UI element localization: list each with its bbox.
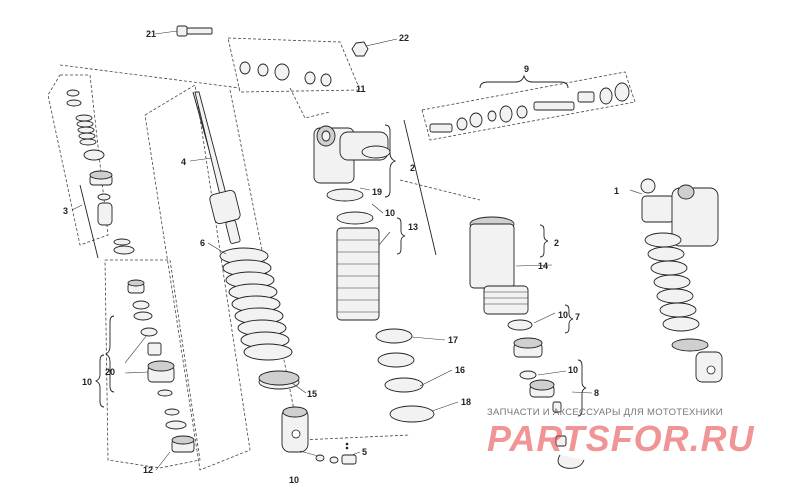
callout-1: 1 xyxy=(614,186,619,196)
outline-link-e xyxy=(289,87,331,119)
callout-2-right: 2 xyxy=(554,238,559,248)
brace-13 xyxy=(396,217,406,255)
callout-9: 9 xyxy=(524,64,529,74)
brace-2-top xyxy=(384,124,397,198)
callout-8: 8 xyxy=(594,388,599,398)
brace-7 xyxy=(564,304,574,334)
nut-22 xyxy=(351,41,369,57)
damper-rod-4 xyxy=(192,91,241,244)
o-ring-19 xyxy=(326,188,364,202)
part-group-12 xyxy=(127,279,195,453)
watermark-tagline: ЗАПЧАСТИ И АКСЕССУАРЫ ДЛЯ МОТОТЕХНИКИ xyxy=(487,407,723,418)
callout-6: 6 xyxy=(200,238,205,248)
callout-13: 13 xyxy=(408,222,418,232)
callout-10-top: 10 xyxy=(385,208,395,218)
callout-7: 7 xyxy=(575,312,580,322)
callout-16: 16 xyxy=(455,365,465,375)
bolt-10-lower xyxy=(315,442,357,465)
spring-seat-15 xyxy=(258,370,300,390)
group-outline-12 xyxy=(104,259,201,469)
brace-9 xyxy=(479,74,569,89)
callout-21: 21 xyxy=(146,29,156,39)
callout-18: 18 xyxy=(461,397,471,407)
washer-18 xyxy=(389,405,435,423)
part-group-3 xyxy=(66,89,135,255)
leader-lines xyxy=(71,30,643,471)
brace-2-right xyxy=(539,224,549,258)
bracket-line-3 xyxy=(79,184,99,259)
brace-10-left xyxy=(94,354,105,408)
bushing-set-11 xyxy=(239,61,332,87)
small-spring xyxy=(75,114,97,146)
watermark-brand-logo: PARTSFOR.RU xyxy=(487,418,755,459)
assembled-shock-1 xyxy=(640,178,723,383)
group-outline-11 xyxy=(227,37,361,93)
bolt-21 xyxy=(176,25,213,37)
callout-4: 4 xyxy=(181,157,186,167)
bracket-line-2a xyxy=(403,119,437,256)
callout-10-left: 10 xyxy=(82,377,92,387)
outline-link-c xyxy=(299,434,411,441)
callout-19: 19 xyxy=(372,187,382,197)
callout-10-mid: 10 xyxy=(558,310,568,320)
outline-link-d xyxy=(399,179,481,201)
adjuster-assembly-9 xyxy=(429,82,630,133)
callout-14: 14 xyxy=(538,261,548,271)
callout-12: 12 xyxy=(143,465,153,475)
group-outline-9 xyxy=(421,71,636,141)
callout-5: 5 xyxy=(362,447,367,457)
bellows-13 xyxy=(336,211,380,321)
callout-20: 20 xyxy=(105,367,115,377)
lock-ring-17 xyxy=(375,328,415,368)
brace-8 xyxy=(577,359,587,417)
callout-10-right: 10 xyxy=(568,365,578,375)
shock-body-top xyxy=(313,125,391,184)
callout-10-bottom: 10 xyxy=(289,475,299,485)
piston-7 xyxy=(513,337,543,358)
main-spring-6 xyxy=(219,247,293,361)
callout-11: 11 xyxy=(356,84,366,94)
reservoir-14 xyxy=(469,216,529,315)
lock-ring-16 xyxy=(384,377,424,393)
o-ring-7 xyxy=(507,319,533,331)
callout-22: 22 xyxy=(399,33,409,43)
callout-17: 17 xyxy=(448,335,458,345)
washer-10c xyxy=(519,370,537,380)
callout-3: 3 xyxy=(63,206,68,216)
callout-15: 15 xyxy=(307,389,317,399)
callout-2-top: 2 xyxy=(410,163,415,173)
valve-8 xyxy=(529,379,585,469)
lower-clevis-5 xyxy=(281,406,309,453)
brace-20 xyxy=(104,315,115,393)
outline-link-a xyxy=(59,64,241,89)
group-outline-4 xyxy=(144,84,251,471)
